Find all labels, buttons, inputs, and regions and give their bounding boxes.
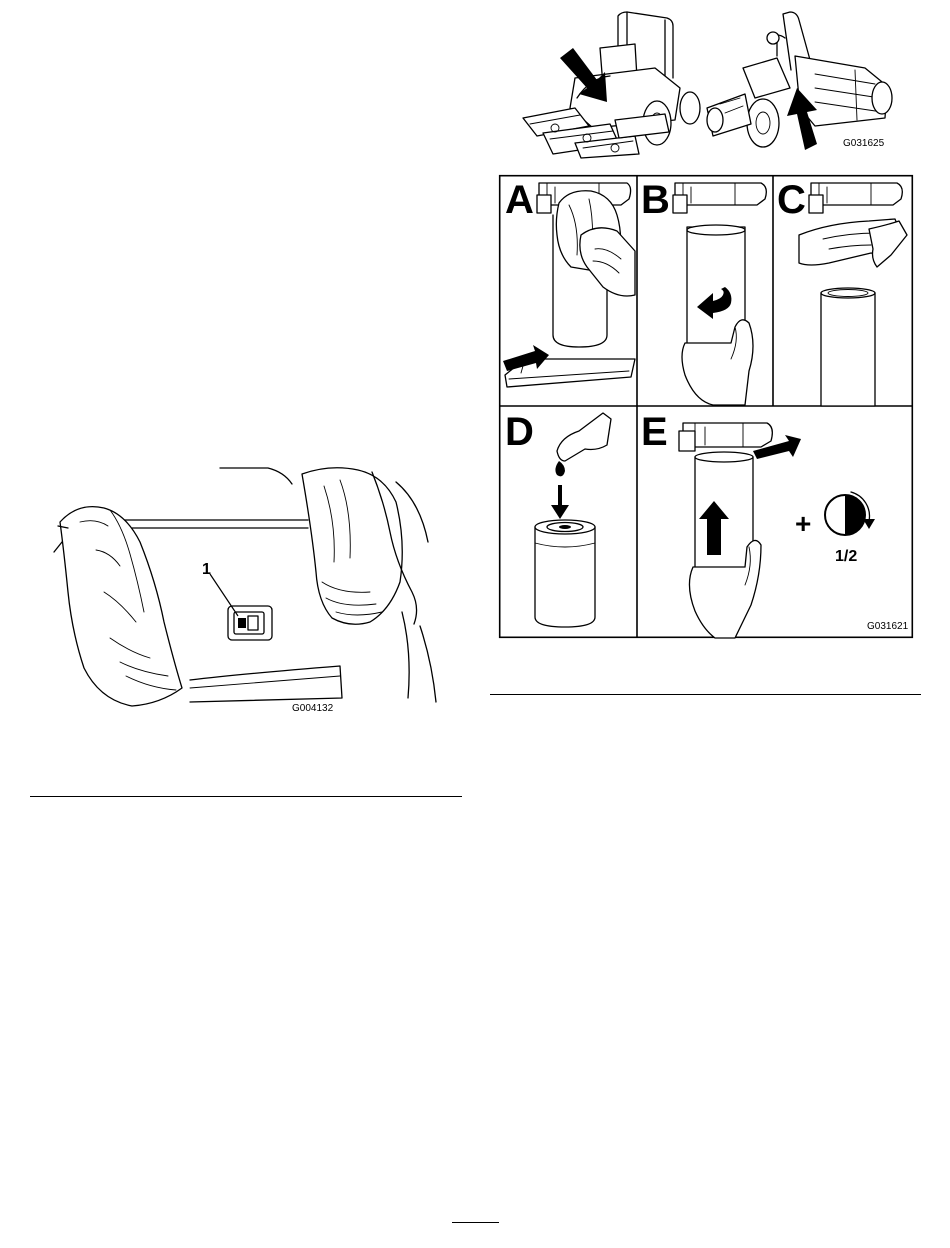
mower-right [707, 12, 892, 150]
section-rule-left [30, 796, 462, 797]
panel-e: E + 1/2 [641, 410, 875, 638]
panel-letter-d: D [505, 410, 534, 454]
panel-d: D [505, 410, 611, 627]
down-arrow-icon [551, 485, 569, 519]
figure-code: G031625 [843, 138, 884, 149]
filter-steps-illustration: A B C [499, 175, 913, 638]
figure-code: G004132 [292, 703, 333, 714]
panel-a: A [503, 178, 635, 387]
figure-mowers: G031625 [515, 8, 900, 160]
plus-sign: + [795, 508, 811, 539]
callout-number: 1 [202, 561, 211, 578]
panel-letter-e: E [641, 410, 668, 454]
figure-oil-filter-steps: A B C [499, 175, 913, 638]
panel-letter-a: A [505, 178, 534, 222]
figure-floor-pedals: 1 G004132 [40, 462, 460, 720]
panel-letter-b: B [641, 178, 670, 222]
oil-drop-icon [555, 461, 565, 476]
figure-code: G031621 [867, 621, 908, 632]
pedals-illustration: 1 [40, 462, 460, 720]
panel-b: B [641, 178, 766, 405]
mower-left [523, 12, 700, 158]
callout-leader [210, 574, 238, 616]
section-rule-right [490, 694, 921, 695]
turn-fraction-label: 1/2 [835, 548, 857, 565]
panel-letter-c: C [777, 178, 806, 222]
panel-c: C [777, 178, 907, 406]
page-number-rule [452, 1222, 499, 1223]
